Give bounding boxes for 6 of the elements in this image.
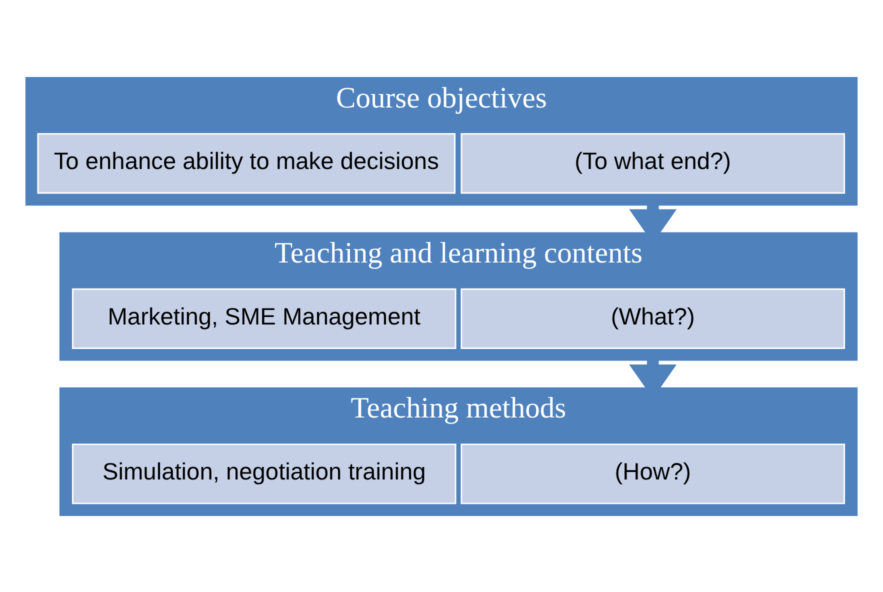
node-box: Marketing, SME Management xyxy=(72,288,456,348)
node-box: To enhance ability to make decisions xyxy=(37,132,456,194)
node-box: (What?) xyxy=(460,288,846,348)
node-box: Simulation, negotiation training xyxy=(72,443,456,504)
node-box: (To what end?) xyxy=(460,132,846,194)
node-box: (How?) xyxy=(460,443,846,504)
